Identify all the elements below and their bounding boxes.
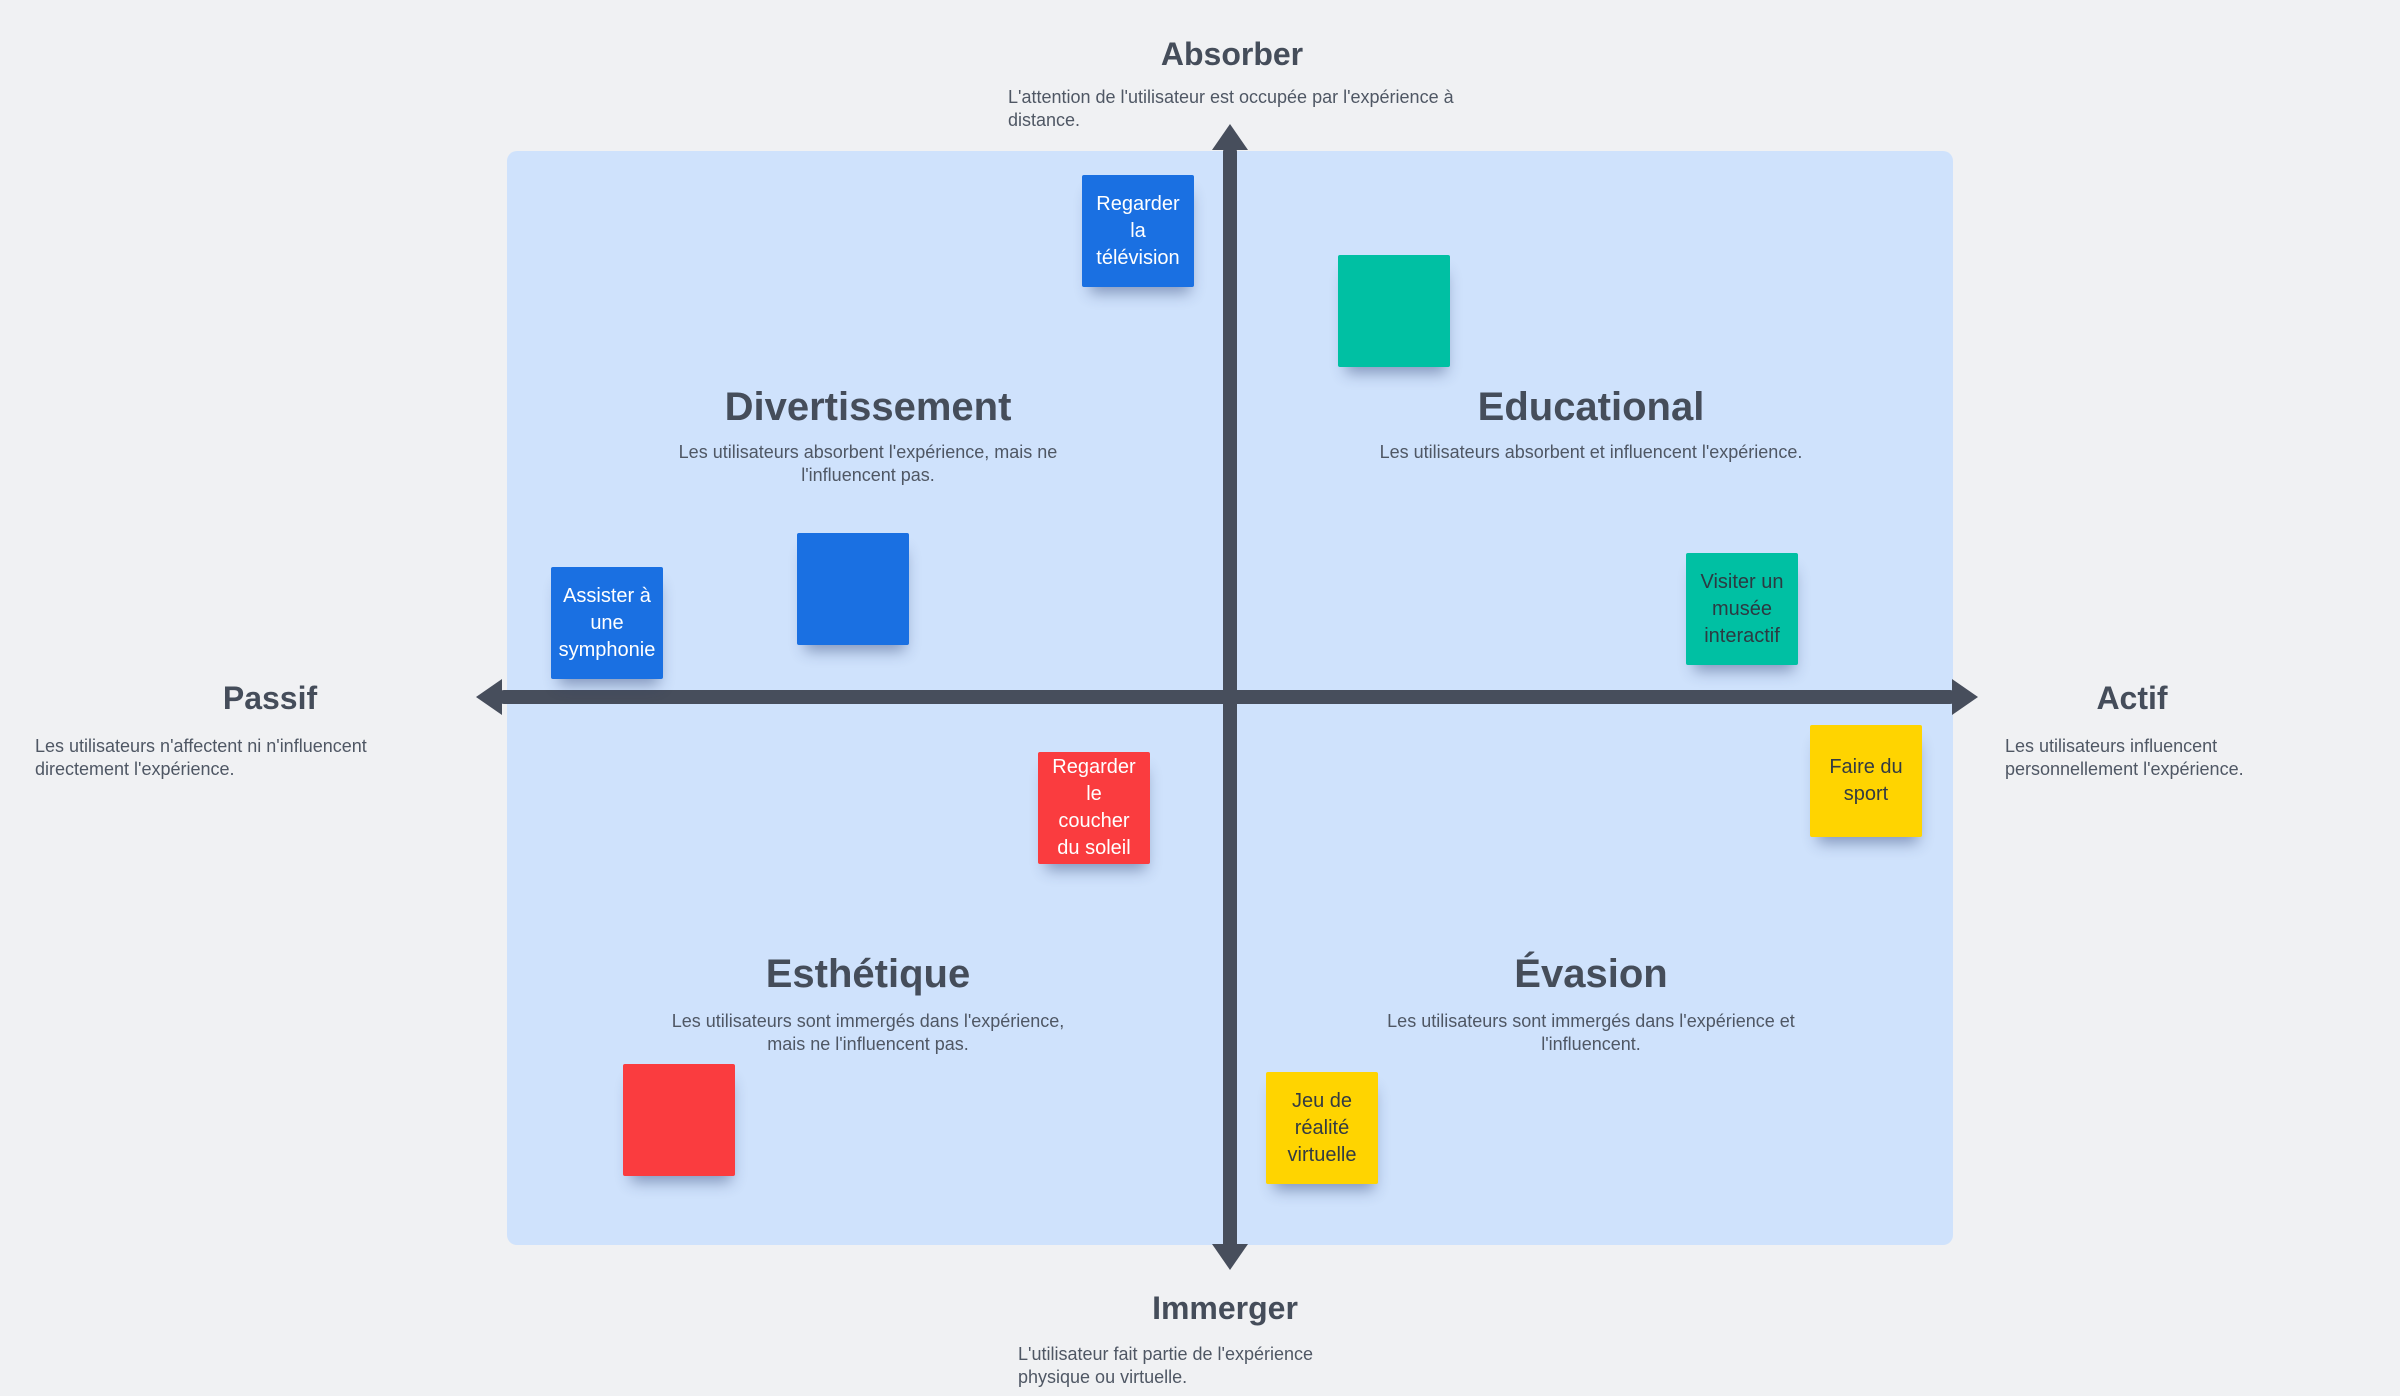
arrow-left-icon xyxy=(476,679,502,715)
axis-label-passif: Passif xyxy=(222,680,318,716)
quadrant-title-esthetique: Esthétique xyxy=(765,952,971,996)
axis-description-immerger: L'utilisateur fait partie de l'expérienc… xyxy=(1018,1344,1314,1388)
sticky-note-text: Assister à une symphonie xyxy=(558,584,656,661)
quadrant-description-evasion: Les utilisateurs sont immergés dans l'ex… xyxy=(1387,1011,1795,1055)
sticky-note-jeu-de-realite-virtuelle[interactable]: Jeu de réalité virtuelle xyxy=(1266,1072,1378,1184)
axis-label-actif: Actif xyxy=(2096,680,2168,716)
axis-label-immerger: Immerger xyxy=(1152,1290,1298,1326)
quadrant-description-esthetique: Les utilisateurs sont immergés dans l'ex… xyxy=(671,1011,1065,1055)
axis-description-actif: Les utilisateurs influencent personnelle… xyxy=(2005,736,2244,780)
sticky-note-visiter-un-musee-interactif[interactable]: Visiter un musée interactif xyxy=(1686,553,1798,665)
sticky-note-regarder-le-coucher-du-soleil[interactable]: Regarder le coucher du soleil xyxy=(1038,752,1150,864)
axis-label-absorber: Absorber xyxy=(1160,36,1304,72)
quadrant-title-evasion: Évasion xyxy=(1514,952,1668,996)
arrow-up-icon xyxy=(1212,124,1248,150)
sticky-note-text: Visiter un musée interactif xyxy=(1700,570,1784,647)
sticky-note-text: Faire du sport xyxy=(1829,756,1903,805)
arrow-down-icon xyxy=(1212,1244,1248,1270)
quadrant-description-educational: Les utilisateurs absorbent et influencen… xyxy=(1379,442,1803,462)
sticky-note-text: Jeu de réalité virtuelle xyxy=(1287,1089,1357,1166)
axis-description-passif: Les utilisateurs n'affectent ni n'influe… xyxy=(35,736,367,780)
quadrant-title-divertissement: Divertissement xyxy=(724,385,1012,429)
sticky-note-assister-a-une-symphonie[interactable]: Assister à une symphonie xyxy=(551,567,663,679)
quadrant-description-divertissement: Les utilisateurs absorbent l'expérience,… xyxy=(678,442,1058,486)
sticky-note-regarder-la-television[interactable]: Regarder la télévision xyxy=(1082,175,1194,287)
sticky-note-blank-blue[interactable] xyxy=(797,533,909,645)
horizontal-axis-line xyxy=(498,690,1956,704)
sticky-note-text: Regarder la télévision xyxy=(1096,192,1180,269)
sticky-note-blank-teal[interactable] xyxy=(1338,255,1450,367)
axis-description-absorber: L'attention de l'utilisateur est occupée… xyxy=(1008,87,1454,131)
quadrant-title-educational: Educational xyxy=(1477,385,1705,429)
sticky-note-text: Regarder le coucher du soleil xyxy=(1052,756,1136,859)
arrow-right-icon xyxy=(1952,679,1978,715)
sticky-note-faire-du-sport[interactable]: Faire du sport xyxy=(1810,725,1922,837)
sticky-note-blank-red[interactable] xyxy=(623,1064,735,1176)
